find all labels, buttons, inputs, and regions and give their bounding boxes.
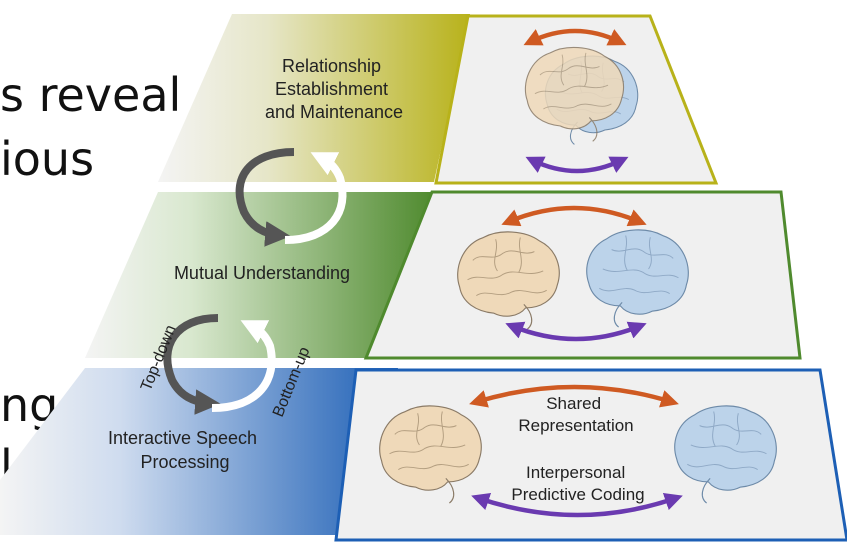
bottom-purple-arrow xyxy=(471,492,683,518)
top-orange-arrow xyxy=(523,28,627,46)
top-level-band xyxy=(158,14,470,182)
middle-level-band xyxy=(85,192,434,358)
middle-level-label: Mutual Understanding xyxy=(174,263,350,283)
bottom-orange-arrow xyxy=(469,384,679,408)
predictive-coding-label: Interpersonal Predictive Coding xyxy=(511,463,644,504)
bottom-level-band xyxy=(0,368,398,535)
upper-cycle-dark-arrow xyxy=(235,148,295,247)
background-text-line1: s reveal xyxy=(0,68,182,122)
bottom-level-label: Interactive Speech Processing xyxy=(108,428,262,472)
background-text-line2: ious xyxy=(0,132,95,186)
top-purple-arrow xyxy=(525,156,629,174)
top-level-label: Relationship Establishment and Maintenan… xyxy=(265,56,403,122)
middle-orange-arrow xyxy=(501,205,647,227)
middle-purple-arrow xyxy=(505,321,647,342)
shared-representation-label: Shared Representation xyxy=(518,394,633,435)
lower-cycle-light-arrow xyxy=(211,320,276,412)
lower-cycle-dark-arrow xyxy=(163,314,221,415)
middle-level-panel xyxy=(363,190,802,360)
upper-cycle-light-arrow xyxy=(284,152,347,244)
